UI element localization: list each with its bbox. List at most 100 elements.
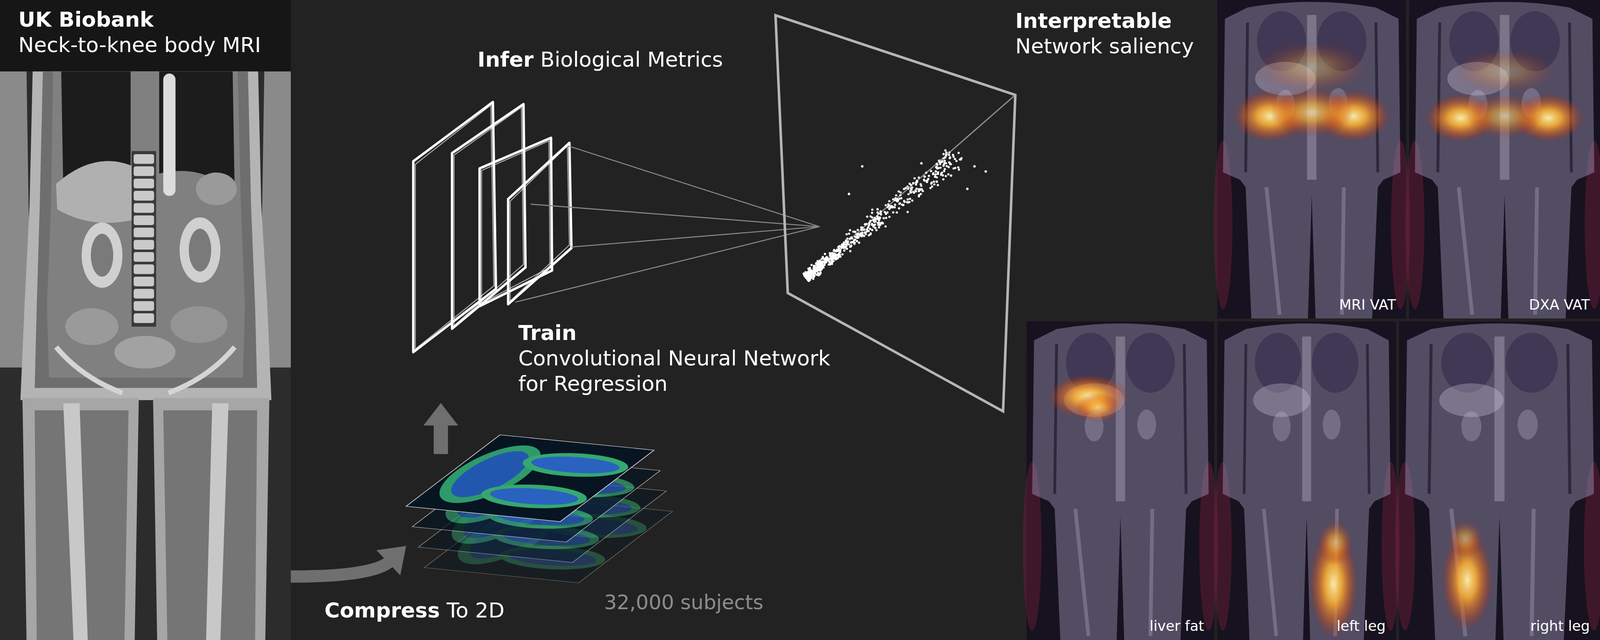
data-point: [955, 160, 958, 163]
outlier-point: [896, 198, 900, 202]
data-point: [867, 230, 870, 233]
data-point: [825, 260, 828, 263]
data-point: [944, 149, 947, 152]
data-point: [890, 205, 893, 208]
data-point: [809, 271, 812, 274]
saliency-map: [1022, 323, 1219, 640]
data-point: [864, 231, 867, 234]
data-point: [935, 162, 938, 165]
outlier-point: [984, 170, 988, 173]
data-point: [843, 249, 846, 252]
kidney: [81, 222, 123, 288]
data-point: [840, 246, 843, 249]
data-point: [847, 232, 850, 235]
data-point: [900, 197, 903, 200]
data-point: [875, 217, 878, 220]
data-point: [857, 241, 860, 244]
data-point: [887, 203, 890, 206]
data-point: [832, 248, 835, 251]
data-point: [817, 271, 820, 274]
heading-band: [0, 0, 291, 72]
data-point: [888, 200, 891, 203]
data-point: [832, 257, 835, 260]
data-point: [957, 151, 960, 154]
data-point: [919, 188, 922, 191]
outlier-point: [950, 174, 953, 177]
data-point: [837, 250, 840, 253]
data-point: [869, 227, 872, 230]
data-point: [903, 200, 906, 203]
saliency-panels: [1022, 0, 1600, 640]
saliency-panel: right leg: [1399, 321, 1600, 640]
data-point: [897, 207, 900, 210]
step-description: Convolutional Neural Network for Regress…: [518, 345, 860, 397]
vertebra: [133, 190, 155, 201]
panel-label: liver fat: [1149, 617, 1205, 635]
data-point: [842, 244, 845, 247]
data-point: [858, 234, 861, 237]
data-point: [821, 265, 824, 268]
data-point: [846, 240, 849, 243]
arrow-head: [423, 402, 458, 426]
data-point: [866, 215, 869, 218]
data-point: [834, 257, 837, 260]
data-point: [847, 243, 850, 246]
data-point: [849, 250, 852, 253]
data-point: [945, 154, 948, 157]
data-point: [855, 240, 858, 243]
data-point: [913, 177, 916, 180]
body-ghost: [1395, 323, 1600, 640]
data-point: [907, 187, 910, 190]
heat: [1255, 41, 1369, 94]
data-point: [865, 228, 868, 231]
data-point: [886, 206, 889, 209]
data-point: [944, 156, 947, 159]
data-point: [916, 180, 919, 183]
data-point: [846, 237, 849, 240]
outlier-point: [935, 180, 938, 183]
torso-muscle: [34, 71, 258, 388]
data-point: [876, 221, 879, 224]
saliency-panel: MRI VAT: [1217, 0, 1407, 319]
data-point: [885, 212, 888, 215]
data-point: [875, 229, 878, 232]
data-point: [871, 208, 874, 211]
data-point: [819, 269, 822, 272]
data-point: [819, 261, 822, 264]
data-point: [927, 174, 930, 177]
data-point: [939, 166, 942, 169]
data-point: [806, 274, 809, 277]
data-point: [812, 275, 815, 278]
data-point: [827, 263, 830, 266]
projection-line: [571, 226, 820, 248]
data-point: [856, 228, 859, 231]
saliency-panel: DXA VAT: [1409, 0, 1600, 319]
data-point: [957, 168, 960, 171]
vertebra: [133, 264, 155, 274]
projection-line: [530, 204, 820, 227]
data-point: [943, 159, 946, 162]
train-arrow: [423, 402, 458, 455]
outlier-point: [876, 207, 879, 211]
arrow-head: [376, 545, 406, 576]
data-point: [860, 229, 863, 232]
data-point: [874, 226, 877, 229]
vertebra: [133, 166, 155, 176]
thigh: [152, 397, 270, 640]
data-point: [911, 199, 914, 202]
heat: [1317, 520, 1354, 565]
data-point: [813, 265, 816, 268]
data-point: [917, 194, 920, 197]
data-point: [906, 210, 909, 213]
data-point: [947, 153, 950, 156]
data-point: [947, 173, 950, 176]
data-point: [935, 176, 938, 179]
data-point: [930, 170, 933, 173]
data-point: [850, 236, 853, 239]
data-point: [849, 245, 852, 248]
data-point: [953, 157, 956, 160]
data-point: [897, 190, 900, 193]
pelvis: [56, 347, 235, 393]
outlier-point: [847, 192, 851, 196]
